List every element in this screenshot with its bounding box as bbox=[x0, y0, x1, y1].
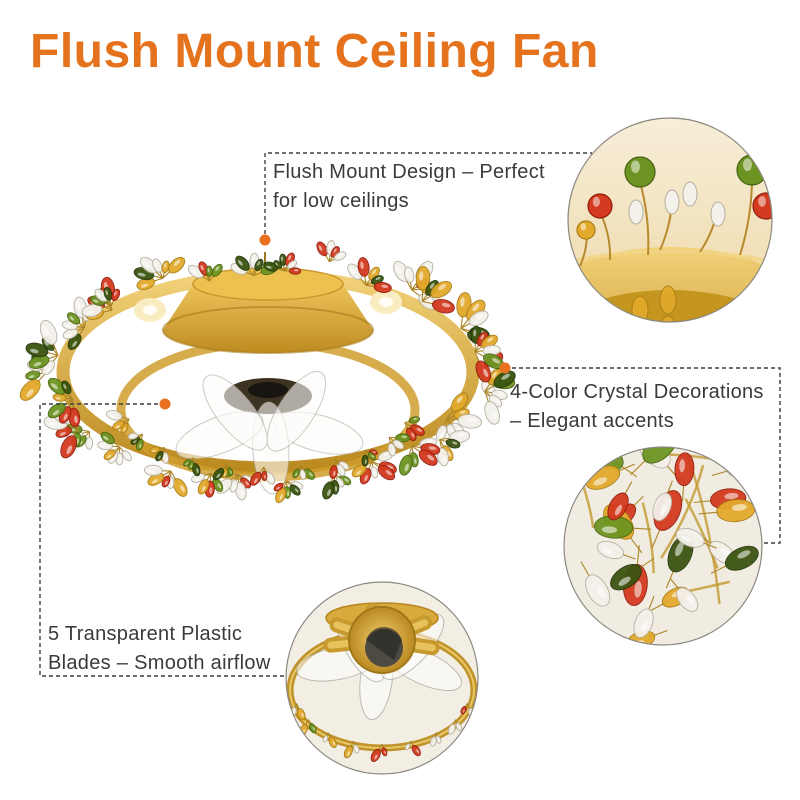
callout-text-line: Flush Mount Design – Perfect bbox=[273, 161, 545, 183]
detail-circle-border-blades bbox=[285, 581, 479, 775]
callout-text-line: for low ceilings bbox=[273, 190, 409, 212]
callout-text-line: Blades – Smooth airflow bbox=[48, 652, 271, 674]
connector-crystal-dot bbox=[499, 362, 511, 374]
callout-text-line: 5 Transparent Plastic bbox=[48, 623, 243, 645]
connector-blades-dot bbox=[159, 398, 171, 410]
main-product-image bbox=[19, 240, 516, 504]
connector-blades-line bbox=[39, 403, 286, 677]
callout-text-line: – Elegant accents bbox=[510, 410, 675, 432]
detail-image-crystals bbox=[564, 447, 762, 645]
detail-circle-border-flush-mount bbox=[567, 117, 773, 323]
callout-text-line: 4-Color Crystal Decorations bbox=[510, 381, 764, 403]
page-title: Flush Mount Ceiling Fan bbox=[30, 25, 599, 78]
detail-image-blades bbox=[286, 582, 478, 774]
callout-flush-mount-design: Flush Mount Design – Perfect for low cei… bbox=[273, 158, 545, 216]
callout-crystal-decorations: 4-Color Crystal Decorations – Elegant ac… bbox=[510, 378, 764, 436]
connector-flush-mount-line bbox=[264, 152, 592, 234]
callout-transparent-blades: 5 Transparent Plastic Blades – Smooth ai… bbox=[48, 620, 271, 678]
detail-circle-border-crystals bbox=[563, 446, 763, 646]
connector-crystal-line bbox=[512, 367, 781, 544]
connector-flush-mount-dot bbox=[259, 234, 271, 246]
